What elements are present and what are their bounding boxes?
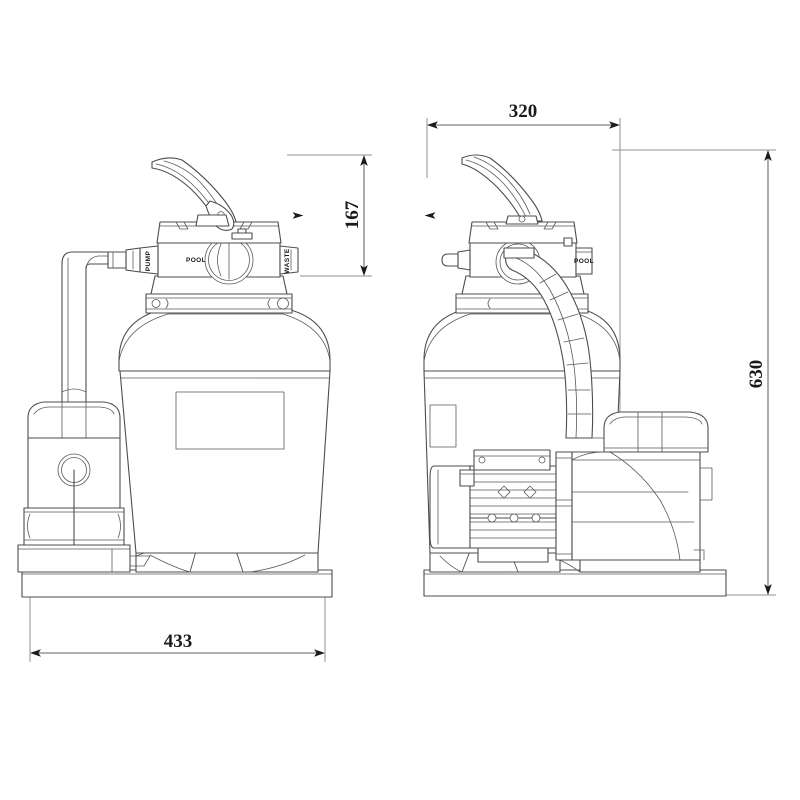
front-port-label-pump: PUMP <box>145 251 152 272</box>
front-pump-pot <box>17 401 151 573</box>
dimension-lines: 167 320 630 <box>29 101 776 662</box>
front-tank-base <box>135 550 319 573</box>
front-tank-shoulder <box>118 307 331 372</box>
dimension-630: 630 <box>612 149 776 596</box>
dimension-433-label: 433 <box>164 631 193 652</box>
side-base-pad <box>423 569 727 597</box>
front-port-label-pool: POOL <box>186 257 206 264</box>
side-valve-handle <box>461 154 543 225</box>
front-valve-body <box>107 235 299 285</box>
side-pump-volute <box>559 411 713 573</box>
front-inlet-pipe <box>61 251 109 403</box>
side-label-plate <box>429 404 457 448</box>
dimension-167: 167 <box>287 154 436 277</box>
side-view-assembly: POOL <box>423 154 727 597</box>
dimension-630-label: 630 <box>746 360 767 389</box>
front-base-pad <box>21 569 333 598</box>
dimension-320-label: 320 <box>509 101 538 122</box>
side-port-label-pool: POOL <box>574 258 594 265</box>
front-valve-cover <box>156 221 282 244</box>
tank-label-plate <box>175 391 285 450</box>
front-valve-handle <box>151 157 237 232</box>
front-clamp-ring <box>145 293 293 314</box>
front-port-label-waste: WASTE <box>284 248 291 273</box>
dimension-167-label: 167 <box>342 200 363 229</box>
front-view-assembly: PUMP POOL WASTE <box>17 157 333 598</box>
side-pump-motor <box>429 449 573 563</box>
dimension-320: 320 <box>426 101 621 452</box>
side-valve-cover <box>468 221 578 247</box>
front-filter-tank <box>119 370 331 554</box>
